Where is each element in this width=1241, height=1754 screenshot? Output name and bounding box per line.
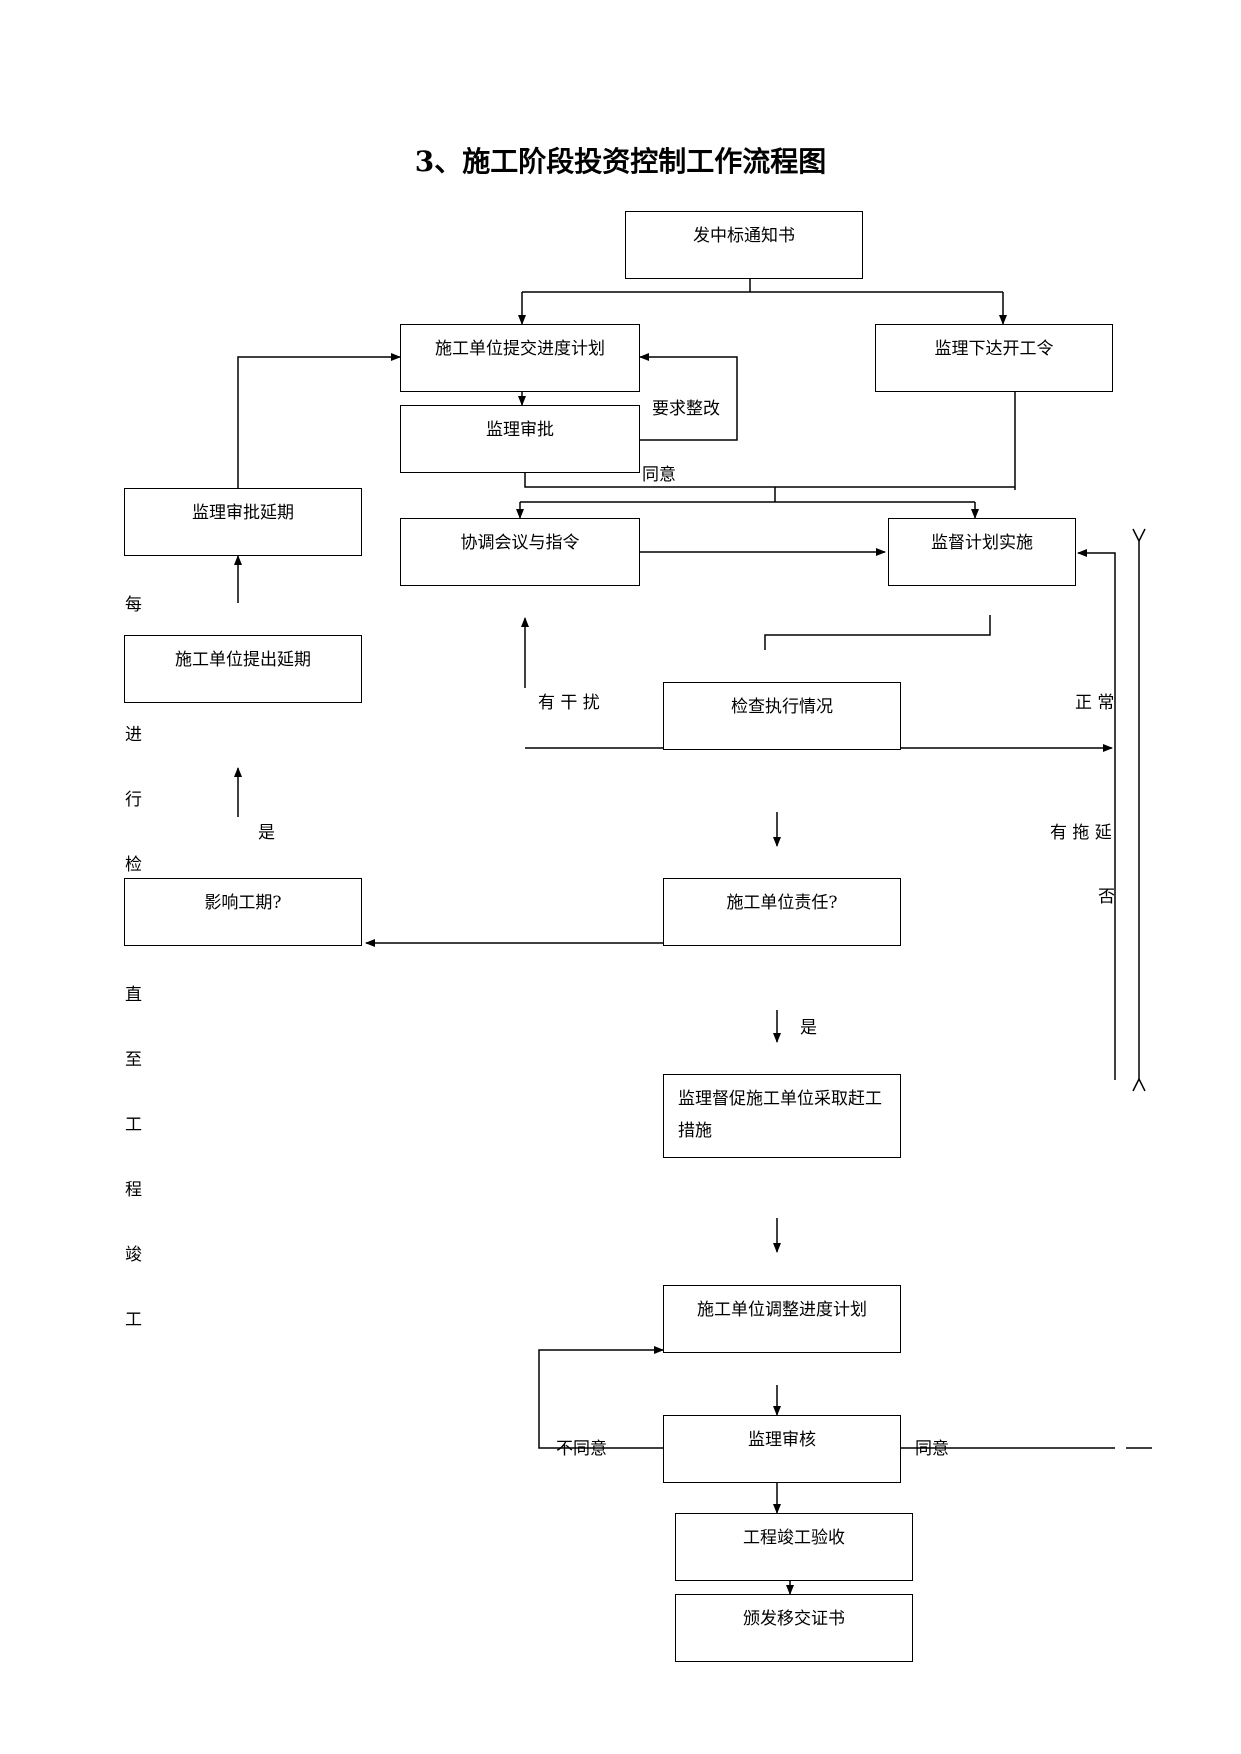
node-submit-plan: 施工单位提交进度计划 bbox=[400, 324, 640, 392]
node-start-order: 监理下达开工令 bbox=[875, 324, 1113, 392]
side-text-char: 直 bbox=[125, 985, 142, 1005]
node-approve: 监理审批 bbox=[400, 405, 640, 473]
node-coordination: 协调会议与指令 bbox=[400, 518, 640, 586]
node-adjust-plan: 施工单位调整进度计划 bbox=[663, 1285, 901, 1353]
side-text-char: 至 bbox=[125, 1050, 142, 1070]
label-delay: 有 拖 延 bbox=[1050, 823, 1112, 843]
node-approve-extension: 监理审批延期 bbox=[124, 488, 362, 556]
node-certificate: 颁发移交证书 bbox=[675, 1594, 913, 1662]
side-text-char: 每 bbox=[125, 595, 142, 615]
side-text-char: 工 bbox=[125, 1115, 142, 1135]
page-title: 3、施工阶段投资控制工作流程图 bbox=[414, 145, 827, 178]
node-contractor-responsible: 施工单位责任? bbox=[663, 878, 901, 946]
label-yes-left: 是 bbox=[258, 823, 275, 843]
node-propose-extension: 施工单位提出延期 bbox=[124, 635, 362, 703]
side-text-char: 行 bbox=[125, 790, 142, 810]
node-urge-measures: 监理督促施工单位采取赶工措施 bbox=[663, 1074, 901, 1158]
label-yes-mid: 是 bbox=[800, 1018, 817, 1038]
side-text-char: 检 bbox=[125, 855, 142, 875]
side-text-char: 竣 bbox=[125, 1245, 142, 1265]
label-agree-2: 同意 bbox=[915, 1439, 949, 1459]
label-no: 否 bbox=[1098, 887, 1115, 907]
label-disagree: 不同意 bbox=[556, 1439, 607, 1459]
label-normal: 正 常 bbox=[1075, 693, 1115, 713]
node-check: 检查执行情况 bbox=[663, 682, 901, 750]
side-text-char: 工 bbox=[125, 1310, 142, 1330]
label-interference: 有 干 扰 bbox=[538, 693, 600, 713]
node-acceptance: 工程竣工验收 bbox=[675, 1513, 913, 1581]
side-text-char: 程 bbox=[125, 1180, 142, 1200]
node-affect-schedule: 影响工期? bbox=[124, 878, 362, 946]
side-text-char: 进 bbox=[125, 725, 142, 745]
label-rectify: 要求整改 bbox=[652, 399, 720, 419]
node-review: 监理审核 bbox=[663, 1415, 901, 1483]
node-supervise: 监督计划实施 bbox=[888, 518, 1076, 586]
node-notice: 发中标通知书 bbox=[625, 211, 863, 279]
label-agree-1: 同意 bbox=[642, 465, 676, 485]
